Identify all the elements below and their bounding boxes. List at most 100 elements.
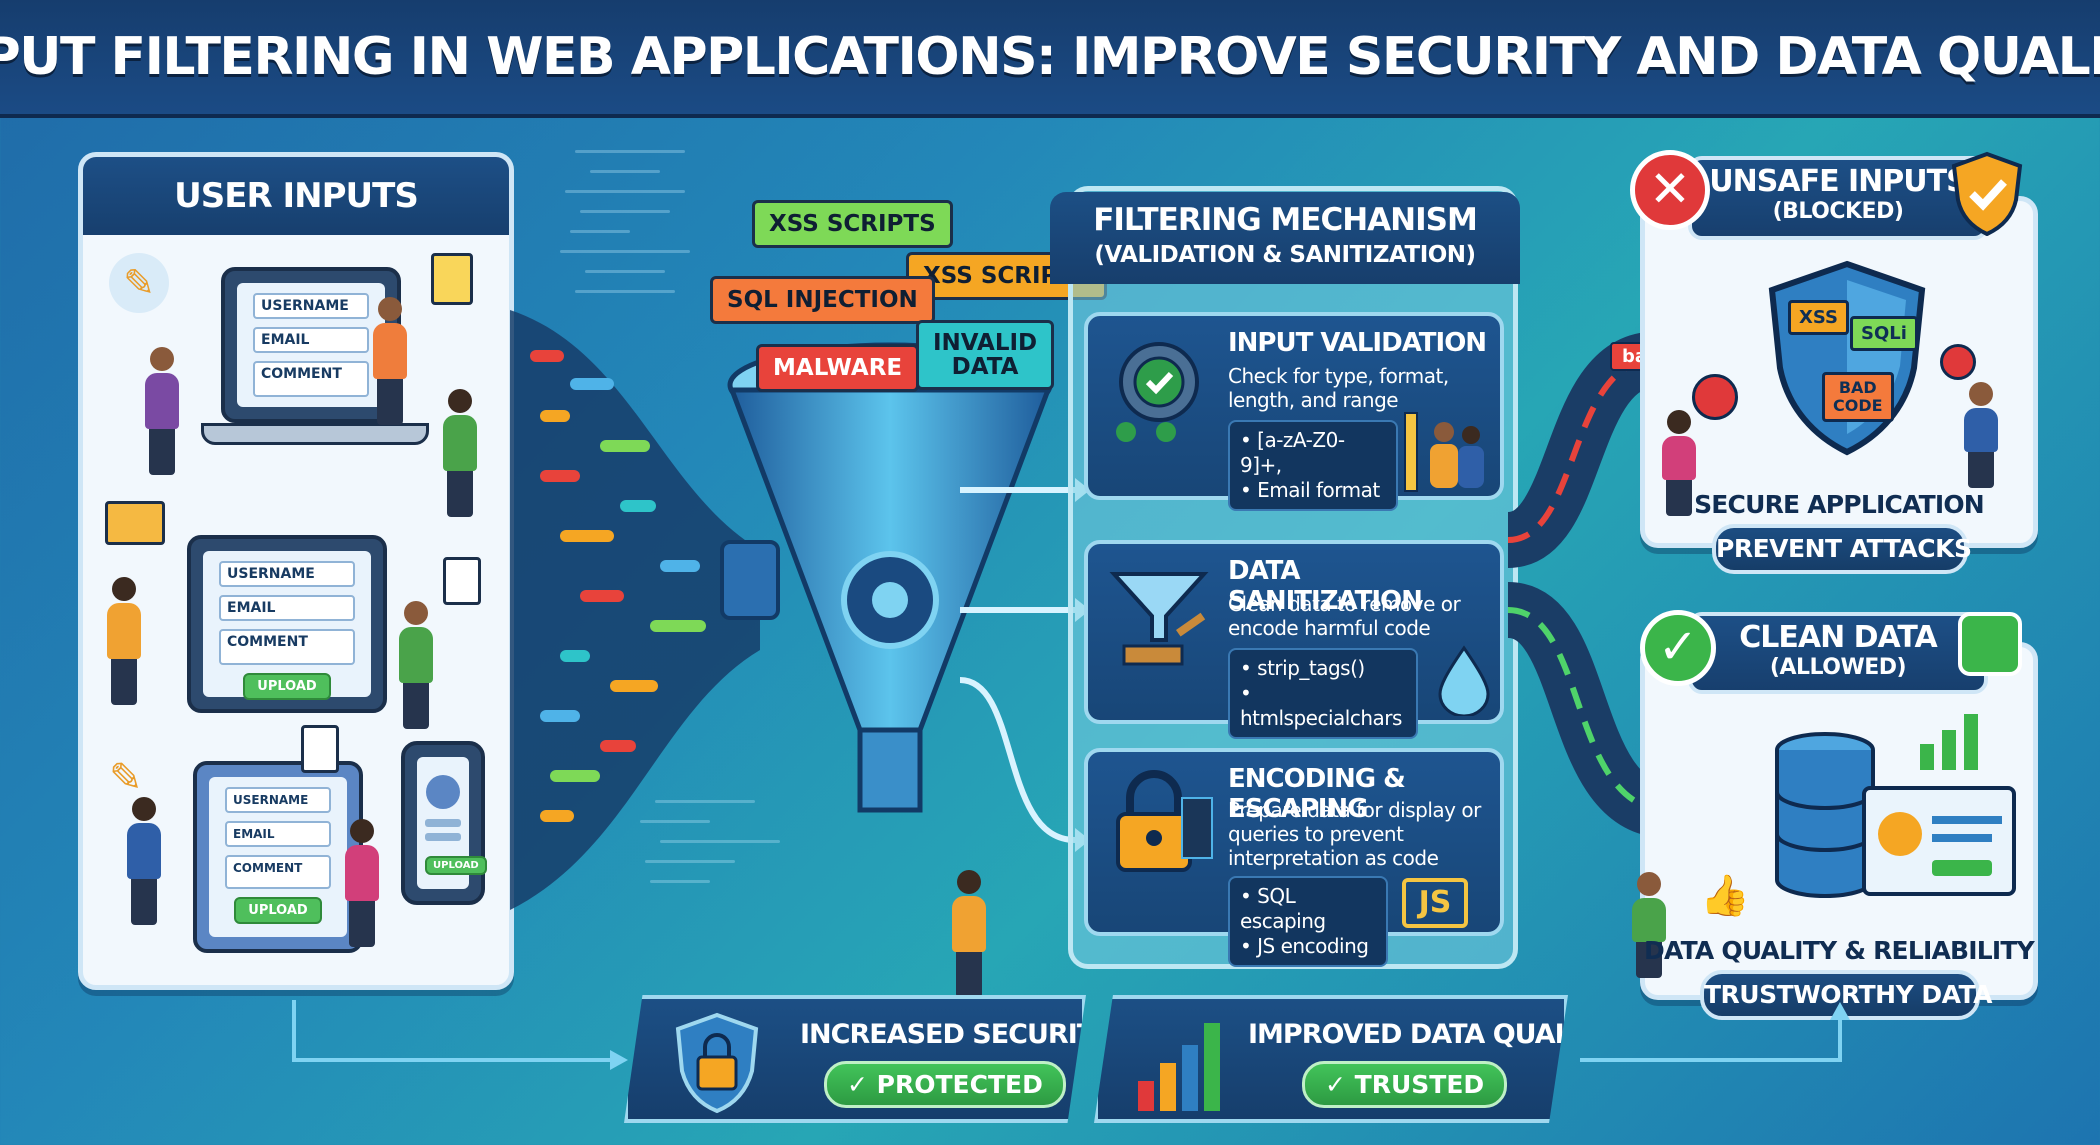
allowed-check-icon: ✓ (1640, 610, 1716, 686)
person-user (145, 347, 179, 475)
person-user (443, 389, 477, 517)
protected-badge: ✓ PROTECTED (824, 1061, 1066, 1108)
mechanism-subtitle: (VALIDATION & SANITIZATION) (1094, 242, 1476, 268)
shield-tag-xss: XSS (1788, 300, 1849, 335)
gear-check-icon (1116, 342, 1199, 442)
laptop-base (201, 423, 429, 445)
outcome-title: INCREASED SECURITY (800, 1019, 1113, 1050)
form-field-comment[interactable]: COMMENT (225, 855, 331, 889)
step-encoding-escaping: ENCODING & ESCAPING Prepare data for dis… (1084, 748, 1504, 967)
stop-sign-icon (1692, 374, 1738, 420)
upload-button[interactable]: UPLOAD (234, 897, 322, 924)
user-inputs-panel: USER INPUTS USERNAME EMAIL COMMENT USERN… (78, 152, 514, 990)
pencil-icon: ✎ (109, 755, 143, 801)
stop-sign-icon (1940, 344, 1976, 380)
step-title: DATA SANITIZATION (1228, 556, 1423, 616)
step-bullets: • SQL escaping • JS encoding (1228, 876, 1388, 967)
person-user (399, 601, 433, 729)
step-bullets: • strip_tags() • htmlspecialchars (1228, 648, 1418, 739)
step-description: Prepare data for display or queries to p… (1228, 798, 1481, 870)
upload-button[interactable]: UPLOAD (243, 673, 331, 700)
form-field-email[interactable]: EMAIL (219, 595, 355, 621)
bullet: JS encoding (1257, 934, 1369, 958)
person-user (373, 297, 407, 425)
person-user (127, 797, 161, 925)
folder-icon (105, 501, 165, 545)
laptop-device: USERNAME EMAIL COMMENT (221, 267, 401, 423)
clean-data-header: CLEAN DATA (ALLOWED) (1688, 612, 1988, 694)
bullet: strip_tags() (1257, 656, 1365, 680)
person-user (345, 819, 379, 947)
input-stream (510, 310, 760, 910)
document-icon (301, 725, 339, 773)
bullet: htmlspecialchars (1240, 706, 1402, 730)
upload-button[interactable]: UPLOAD (425, 856, 487, 875)
unsafe-inputs-header: UNSAFE INPUTS (BLOCKED) (1688, 156, 1988, 240)
unsafe-status: (BLOCKED) (1772, 199, 1904, 224)
trusted-badge: ✓ TRUSTED (1302, 1061, 1508, 1108)
water-drop-icon (1438, 645, 1490, 716)
threat-tag-malware: MALWARE (756, 344, 920, 392)
page-title: INPUT FILTERING IN WEB APPLICATIONS: IMP… (0, 27, 2100, 87)
person-user (952, 870, 986, 998)
lock-shield-icon (675, 1012, 759, 1114)
unsafe-title: UNSAFE INPUTS (1709, 164, 1967, 199)
form-field-username[interactable]: USERNAME (219, 561, 355, 587)
bullet: Email format (1257, 478, 1380, 502)
shield-check-icon (1951, 151, 2023, 236)
step-title: ENCODING & ESCAPING (1228, 764, 1406, 824)
pencil-icon: ✎ (109, 253, 169, 313)
threat-tag-sql-injection: SQL INJECTION (710, 276, 935, 324)
profile-card-icon (1862, 786, 2016, 896)
unsafe-caption: SECURE APPLICATION (1694, 490, 1985, 519)
thumbs-up-icon: 👍 (1700, 873, 1750, 919)
bottom-flow-arrows (292, 1000, 1850, 1070)
blocked-x-icon: ✕ (1630, 150, 1710, 230)
step-bullets: • [a-zA-Z0-9]+, • Email format (1228, 420, 1398, 511)
funnel-inlet-pipe (720, 540, 780, 620)
bullet: SQL escaping (1240, 884, 1326, 933)
document-icon (431, 253, 473, 305)
form-field-username[interactable]: USERNAME (225, 787, 331, 813)
user-inputs-heading: USER INPUTS (83, 157, 509, 235)
clean-status: (ALLOWED) (1769, 655, 1907, 680)
outcome-improved-data-quality: IMPROVED DATA QUALITY ✓ TRUSTED (1094, 995, 1568, 1123)
bar-chart-icon (1138, 1019, 1248, 1111)
outcome-increased-security: INCREASED SECURITY ✓ PROTECTED (624, 995, 1086, 1123)
form-field-email[interactable]: EMAIL (253, 327, 369, 353)
threat-tag-invalid-data: INVALID DATA (916, 320, 1055, 390)
step-description: Check for type, format, length, and rang… (1228, 364, 1449, 412)
security-shield-icon (1768, 260, 1926, 456)
step-description: Clean data to remove or encode harmful c… (1228, 592, 1461, 640)
phone-device: UPLOAD (401, 741, 487, 905)
form-field-email[interactable]: EMAIL (225, 821, 331, 847)
people-ruler-icon (1404, 412, 1494, 492)
title-bar: INPUT FILTERING IN WEB APPLICATIONS: IMP… (0, 0, 2100, 118)
person-user (1964, 382, 1998, 488)
bar-chart-icon (1920, 700, 2000, 770)
person-user (1632, 872, 1666, 978)
padlock-code-icon (1116, 770, 1213, 872)
prevent-attacks-pill: PREVENT ATTACKS (1712, 524, 1972, 574)
document-icon (443, 557, 481, 605)
js-badge-icon: JS (1402, 878, 1468, 928)
person-user (107, 577, 141, 705)
filter-brush-icon (1109, 572, 1209, 666)
filtering-mechanism-header: FILTERING MECHANISM (VALIDATION & SANITI… (1050, 192, 1520, 284)
form-field-comment[interactable]: COMMENT (253, 361, 369, 397)
tablet-device: USERNAME EMAIL COMMENT UPLOAD (187, 535, 387, 713)
clean-title: CLEAN DATA (1739, 620, 1938, 655)
avatar-icon (426, 775, 460, 809)
shield-tag-bad-code: BAD CODE (1822, 372, 1894, 422)
step-title: INPUT VALIDATION (1228, 328, 1487, 358)
bullet: [a-zA-Z0-9]+, (1240, 428, 1345, 477)
shield-tag-sqli: SQLi (1850, 316, 1918, 351)
form-field-comment[interactable]: COMMENT (219, 629, 355, 665)
step-data-sanitization: DATA SANITIZATION Clean data to remove o… (1084, 540, 1504, 739)
mechanism-title: FILTERING MECHANISM (1093, 202, 1478, 238)
clean-caption: DATA QUALITY & RELIABILITY (1644, 936, 2035, 965)
growth-chart-icon (1958, 612, 2022, 676)
form-field-username[interactable]: USERNAME (253, 293, 369, 319)
outcome-title: IMPROVED DATA QUALITY (1248, 1019, 1616, 1050)
step-input-validation: INPUT VALIDATION Check for type, format,… (1084, 312, 1504, 511)
